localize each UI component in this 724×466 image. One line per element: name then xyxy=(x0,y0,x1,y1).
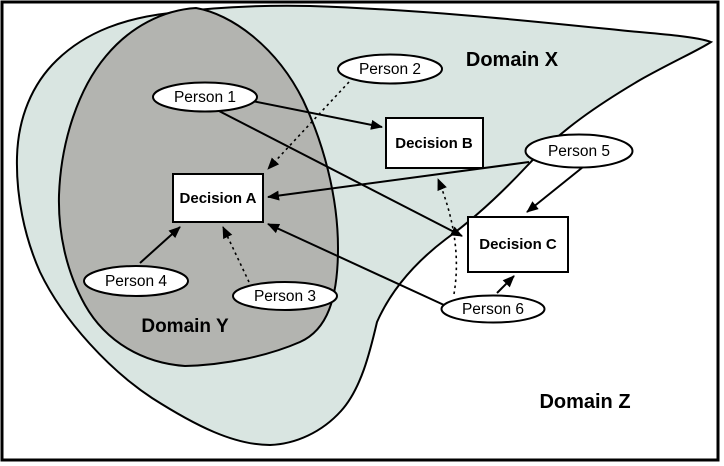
edge-person-5-decision-a xyxy=(267,161,530,201)
person-4-ellipse xyxy=(83,265,189,297)
person-2-label: Person 2 xyxy=(359,61,421,78)
domain-z-label: Domain Z xyxy=(539,391,630,413)
person-4-label: Person 4 xyxy=(105,273,167,290)
edge-person-3-decision-a xyxy=(222,226,250,283)
domain-x-label: Domain X xyxy=(466,49,559,71)
edge-person-5-decision-c xyxy=(526,166,584,213)
domain-y-label: Domain Y xyxy=(141,316,229,337)
person-3-node: Person 3 xyxy=(232,281,338,311)
person-5-ellipse xyxy=(524,133,634,169)
decision-c-box xyxy=(467,216,569,273)
person-6-node: Person 6 xyxy=(440,294,546,324)
decision-a-node: Decision A xyxy=(172,173,264,223)
decision-a-box xyxy=(172,173,264,223)
person-2-ellipse xyxy=(337,53,443,85)
person-3-label: Person 3 xyxy=(254,288,316,305)
person-5-node: Person 5 xyxy=(524,133,634,169)
decision-c-node: Decision C xyxy=(467,216,569,273)
person-4-node: Person 4 xyxy=(83,265,189,297)
edge-person-6-decision-b xyxy=(437,178,458,295)
person-2-node: Person 2 xyxy=(337,53,443,85)
edge-person-6-decision-c xyxy=(496,275,515,294)
person-1-label: Person 1 xyxy=(174,89,236,106)
person-3-ellipse xyxy=(232,281,338,311)
edge-person-2-decision-a xyxy=(267,81,350,170)
edge-person-6-decision-a xyxy=(267,223,445,306)
edge-person-1-decision-c xyxy=(218,110,463,237)
person-5-label: Person 5 xyxy=(548,143,610,160)
edge-person-1-decision-b xyxy=(251,100,383,130)
person-6-ellipse xyxy=(440,294,546,324)
decision-c-label: Decision C xyxy=(479,236,557,253)
decision-a-label: Decision A xyxy=(180,190,257,207)
person-1-node: Person 1 xyxy=(152,81,258,113)
decision-b-box xyxy=(385,117,484,169)
decision-b-node: Decision B xyxy=(385,117,484,169)
person-1-ellipse xyxy=(152,81,258,113)
decision-b-label: Decision B xyxy=(395,135,473,152)
person-6-label: Person 6 xyxy=(462,301,524,318)
edge-person-4-decision-a xyxy=(139,226,181,264)
